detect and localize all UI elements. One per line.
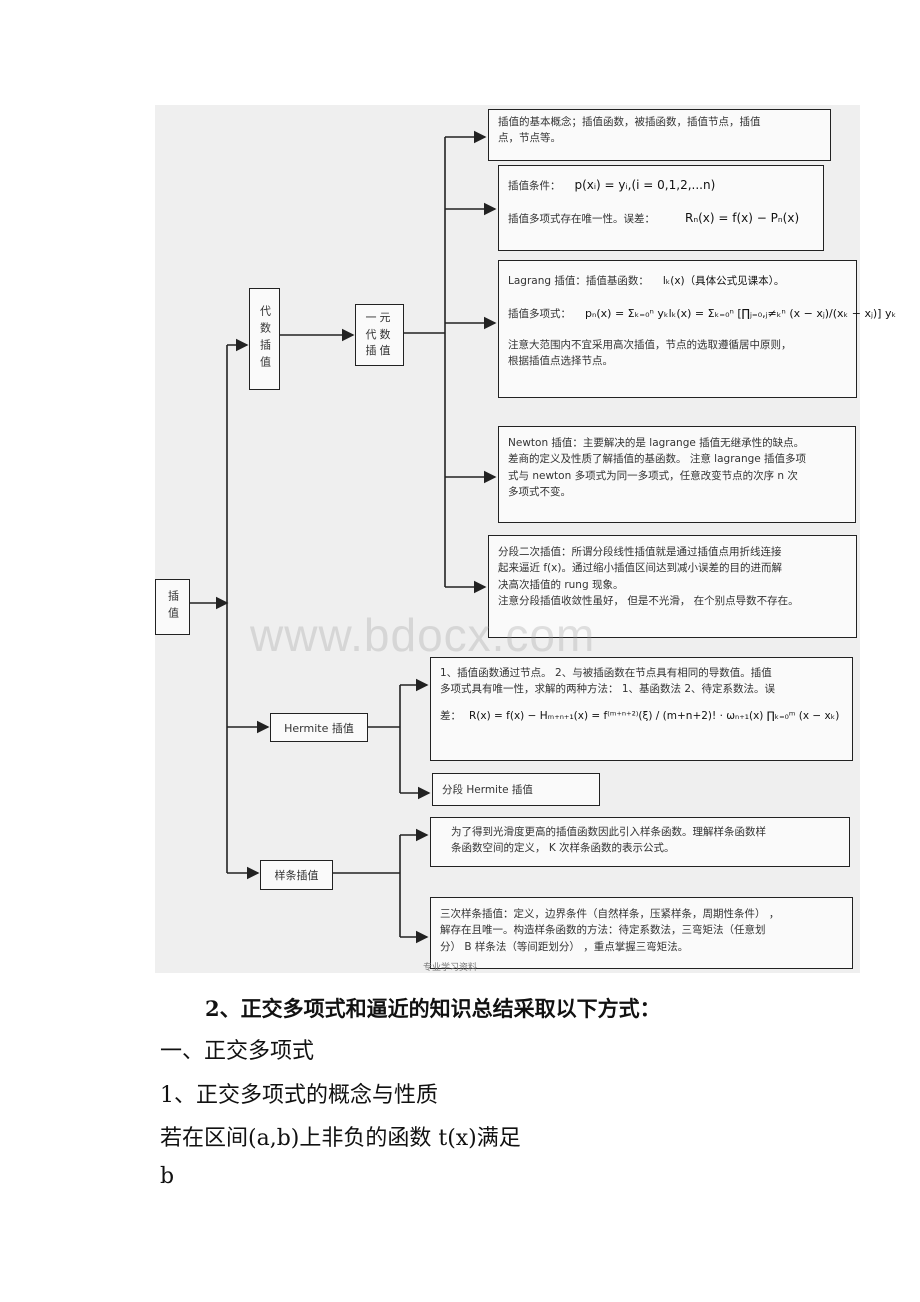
variable-b: b <box>160 1164 175 1189</box>
section-title: 一、正交多项式 <box>160 1039 315 1064</box>
univariate-label: 一元代数插值 <box>365 311 394 358</box>
lagrange-poly-formula: pₙ(x) = Σₖ₌₀ⁿ yₖlₖ(x) = Σₖ₌₀ⁿ [∏ⱼ₌₀,ⱼ≠ₖⁿ… <box>585 307 897 321</box>
basic-concept-box: 插值的基本概念；插值函数，被插函数，插值节点，插值 点，节点等。 <box>488 109 831 161</box>
paragraph-sentence: 若在区间(a,b)上非负的函数 t(x)满足 <box>160 1126 521 1151</box>
condition-formula: p(xᵢ) = yᵢ,(i = 0,1,2,...n) <box>574 178 716 192</box>
spline-intro-line-1: 为了得到光滑度更高的插值函数因此引入样条函数。理解样条函数样 <box>451 826 766 838</box>
piecewise-line-3: 决高次插值的 rung 现象。 <box>498 578 624 591</box>
piecewise-hermite-box: 分段 Hermite 插值 <box>432 773 600 806</box>
cubic-spline-line-1: 三次样条插值：定义，边界条件（自然样条，压紧样条，周期性条件） ， <box>440 908 780 920</box>
basic-concept-line-2: 点，节点等。 <box>498 132 561 145</box>
error-formula: Rₙ(x) = f(x) − Pₙ(x) <box>685 210 800 225</box>
section-heading: 2、正交多项式和逼近的知识总结采取以下方式： <box>205 996 661 1021</box>
basic-concept-line-1: 插值的基本概念；插值函数，被插函数，插值节点，插值 <box>498 116 761 128</box>
piecewise-line-2: 起来逼近 f(x)。通过缩小插值区间达到减小误差的目的进而解 <box>498 562 782 575</box>
cubic-spline-line-2: 解存在且唯一。构造样条函数的方法：待定系数法，三弯矩法（任意划 <box>440 924 766 937</box>
piecewise-quadratic-box: 分段二次插值：所谓分段线性插值就是通过插值点用折线连接 起来逼近 f(x)。通过… <box>488 535 857 638</box>
condition-label: 插值条件： <box>508 180 561 192</box>
algebraic-label: 代数插值 <box>258 305 272 373</box>
hermite-node: Hermite 插值 <box>270 713 368 742</box>
spline-intro-line-2: 条函数空间的定义， K 次样条函数的表示公式。 <box>451 842 675 855</box>
spline-label: 样条插值 <box>274 869 319 882</box>
algebraic-node: 代数插值 <box>249 288 280 390</box>
footer-note: 专业学习资料 <box>423 963 478 973</box>
lagrange-poly-label: 插值多项式： <box>508 308 571 321</box>
lagrange-box: Lagrang 插值：插值基函数： lₖ(x)（具体公式见课本）。 插值多项式： p… <box>498 260 896 398</box>
piecewise-line-4: 注意分段插值收敛性虽好， 但是不光滑， 在个别点导数不存在。 <box>498 594 799 607</box>
connector-lines <box>190 130 497 944</box>
interpolation-condition-box: 插值条件： p(xᵢ) = yᵢ,(i = 0,1,2,...n) 插值多项式存在… <box>498 165 824 251</box>
hermite-error-formula: R(x) = f(x) − Hₘ₊ₙ₊₁(x) = f⁽ᵐ⁺ⁿ⁺²⁾(ξ) / … <box>469 709 840 722</box>
root-node: 插值 <box>155 579 190 635</box>
newton-line-1: Newton 插值：主要解决的是 lagrange 插值无继承性的缺点。 <box>508 437 805 449</box>
newton-line-3: 式与 newton 多项式为同一多项式，任意改变节点的次序 n 次 <box>508 469 798 482</box>
cubic-spline-box: 三次样条插值：定义，边界条件（自然样条，压紧样条，周期性条件） ， 解存在且唯一… <box>430 897 853 969</box>
piecewise-hermite-label: 分段 Hermite 插值 <box>442 784 533 796</box>
hermite-detail-box: 1、插值函数通过节点。 2、与被插函数在节点具有相同的导数值。插值 多项式具有唯… <box>430 657 853 761</box>
subsection-title: 1、正交多项式的概念与性质 <box>160 1083 438 1108</box>
hermite-line-1: 1、插值函数通过节点。 2、与被插函数在节点具有相同的导数值。插值 <box>440 667 772 679</box>
hermite-label: Hermite 插值 <box>284 721 354 735</box>
spline-node: 样条插值 <box>260 860 333 890</box>
newton-box: Newton 插值：主要解决的是 lagrange 插值无继承性的缺点。 差商的… <box>498 426 856 523</box>
knowledge-diagram: 插值 代数插值 一元代数插值 插值的基本概念；插值函数，被插函数，插值节点，插值… <box>155 105 896 973</box>
lagrange-basis-formula: lₖ(x)（具体公式见课本）。 <box>662 275 785 287</box>
newton-line-2: 差商的定义及性质了解插值的基函数。 注意 lagrange 插值多项 <box>508 453 807 466</box>
piecewise-line-1: 分段二次插值：所谓分段线性插值就是通过插值点用折线连接 <box>498 546 782 558</box>
cubic-spline-line-3: 分） B 样条法（等间距划分） ，重点掌握三弯矩法。 <box>440 940 689 953</box>
watermark: www.bdocx.com <box>250 609 596 661</box>
uniqueness-label: 插值多项式存在唯一性。误差： <box>508 212 655 225</box>
hermite-error-label: 差： <box>440 709 461 722</box>
lagrange-note-2: 根据插值点选择节点。 <box>508 354 613 367</box>
lagrange-basis-label: Lagrang 插值：插值基函数： <box>508 275 649 287</box>
hermite-line-2: 多项式具有唯一性，求解的两种方法： 1、基函数法 2、待定系数法。误 <box>440 683 776 696</box>
newton-line-4: 多项式不变。 <box>508 485 571 498</box>
lagrange-note-1: 注意大范围内不宜采用高次插值，节点的选取遵循居中原则， <box>508 338 792 351</box>
root-label: 插值 <box>166 590 180 624</box>
spline-intro-box: 为了得到光滑度更高的插值函数因此引入样条函数。理解样条函数样 条函数空间的定义，… <box>430 817 850 867</box>
univariate-node: 一元代数插值 <box>355 304 404 366</box>
